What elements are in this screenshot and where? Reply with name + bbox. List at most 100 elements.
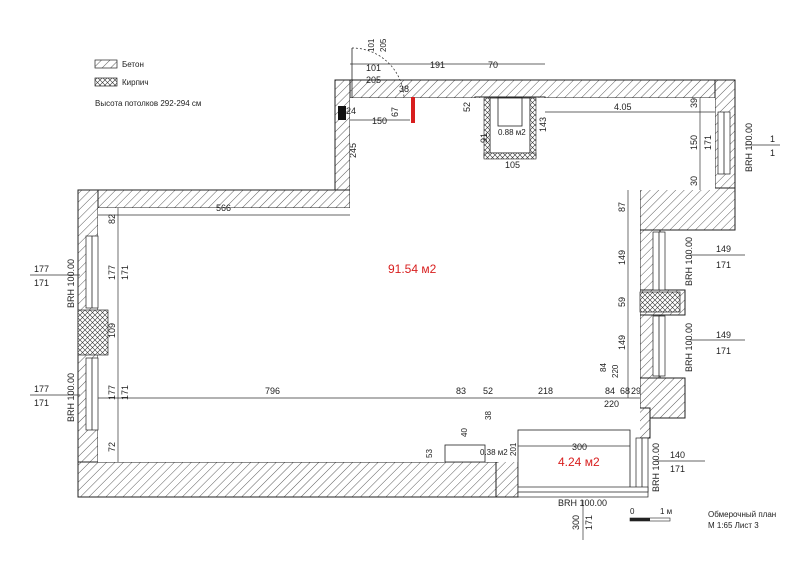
window-note-loggia-bottom: BRH 100.00 — [558, 498, 607, 508]
dim-405: 4.05 — [614, 102, 632, 112]
dim-109: 109 — [107, 323, 117, 338]
window-left-bottom-num: 177 — [34, 384, 49, 394]
dim-191: 191 — [430, 60, 445, 70]
dim-87: 87 — [617, 202, 627, 212]
window-note-left-bottom: BRH 100.00 — [66, 373, 76, 422]
window-loggia-bottom-num: 300 — [571, 515, 581, 530]
door-marker — [411, 97, 415, 123]
dim-101a: 101 — [367, 38, 376, 52]
dim-67: 67 — [390, 107, 400, 117]
dim-83: 83 — [456, 386, 466, 396]
window-right-mid2-num: 149 — [716, 330, 731, 340]
dim-82: 82 — [107, 214, 117, 224]
title-line-1: Обмерочный план — [708, 510, 776, 519]
window-loggia-side-num: 140 — [670, 450, 685, 460]
dim-205b: 205 — [366, 75, 381, 85]
wall-top — [334, 79, 736, 99]
dim-101b: 101 — [366, 63, 381, 73]
window-right-mid2-den: 171 — [716, 346, 731, 356]
dim-143: 143 — [538, 117, 548, 132]
window-note-right-top: BRH 100.00 — [744, 123, 754, 172]
window-note-right-mid2: BRH 100.00 — [684, 323, 694, 372]
dim-39: 39 — [689, 98, 699, 108]
window-note-right-mid1: BRH 100.00 — [684, 237, 694, 286]
dim-796: 796 — [265, 386, 280, 396]
window-loggia-side-den: 171 — [670, 464, 685, 474]
area-niche: 0.38 м2 — [480, 448, 508, 457]
window-note-left-top: BRH 100.00 — [66, 259, 76, 308]
dimension-labels: 101 205 101 205 38 191 70 52 67 150 24 2… — [107, 38, 713, 458]
dim-84b: 84 — [605, 386, 615, 396]
scale-bar-fill — [630, 518, 650, 521]
area-shaft: 0.88 м2 — [498, 128, 526, 137]
wall-right-block — [639, 187, 736, 231]
dim-177b: 177 — [107, 385, 117, 400]
dim-205a: 205 — [379, 38, 388, 52]
legend-brick-swatch — [94, 77, 118, 87]
ceiling-height-note: Высота потолков 292-294 см — [95, 99, 201, 108]
legend-concrete-label: Бетон — [122, 60, 144, 69]
scale-zero: 0 — [630, 507, 635, 516]
window-right-top-num: 1 — [770, 134, 775, 144]
wall-right-lower — [639, 377, 686, 419]
shaft-brick — [483, 97, 537, 160]
legend: Бетон Кирпич Высота потолков 292-294 см — [94, 59, 201, 108]
dim-52a: 52 — [462, 102, 472, 112]
interior-cutouts — [98, 97, 715, 493]
window-right-mid1-num: 149 — [716, 244, 731, 254]
dim-84a: 84 — [599, 363, 608, 372]
left-brick-piers — [77, 291, 681, 356]
window-right-mid1-den: 171 — [716, 260, 731, 270]
dim-29: 29 — [631, 386, 641, 396]
dim-38b: 38 — [484, 411, 493, 420]
title-block: 0 1 м Обмерочный план М 1:65 Лист 3 — [629, 507, 776, 530]
dim-70: 70 — [488, 60, 498, 70]
dim-38: 38 — [399, 84, 409, 94]
dim-171a: 171 — [703, 135, 713, 150]
wall-upper-left — [334, 79, 351, 196]
window-note-loggia-side: BRH 100.00 — [651, 443, 661, 492]
window-left-top-den: 171 — [34, 278, 49, 288]
dim-52b: 52 — [483, 386, 493, 396]
dimension-lines — [30, 63, 780, 540]
dim-171c: 171 — [120, 385, 130, 400]
dim-300a: 300 — [572, 442, 587, 452]
area-main: 91.54 м2 — [388, 262, 437, 276]
dim-566: 566 — [216, 203, 231, 213]
dim-30: 30 — [689, 176, 699, 186]
area-labels: 91.54 м2 4.24 м2 0.88 м2 0.38 м2 — [388, 128, 600, 469]
window-loggia-bottom-den: 171 — [584, 515, 594, 530]
dim-72: 72 — [107, 442, 117, 452]
dim-220b: 220 — [604, 399, 619, 409]
dim-150a: 150 — [372, 116, 387, 126]
title-line-2: М 1:65 Лист 3 — [708, 521, 759, 530]
wall-left-top — [77, 189, 351, 209]
dim-91: 91 — [479, 133, 489, 143]
dim-149a: 149 — [617, 250, 627, 265]
scale-one: 1 м — [660, 507, 672, 516]
dim-59: 59 — [617, 297, 627, 307]
dim-171b: 171 — [120, 265, 130, 280]
dim-201: 201 — [509, 442, 518, 456]
dim-150b: 150 — [689, 135, 699, 150]
area-loggia: 4.24 м2 — [558, 455, 600, 469]
legend-brick-label: Кирпич — [122, 78, 149, 87]
window-left-top-num: 177 — [34, 264, 49, 274]
legend-concrete-swatch — [94, 59, 118, 69]
dim-220a: 220 — [611, 364, 620, 378]
dim-24: 24 — [346, 106, 356, 116]
dim-53: 53 — [425, 449, 434, 458]
windows — [85, 111, 731, 498]
dim-40: 40 — [460, 428, 469, 437]
window-left-bottom-den: 171 — [34, 398, 49, 408]
entry-door — [338, 47, 415, 123]
dim-245: 245 — [348, 143, 358, 158]
wall-bottom — [77, 461, 519, 498]
dim-149b: 149 — [617, 335, 627, 350]
column-marker — [338, 106, 346, 120]
dim-68: 68 — [620, 386, 630, 396]
dim-218: 218 — [538, 386, 553, 396]
dim-105: 105 — [505, 160, 520, 170]
dim-177a: 177 — [107, 265, 117, 280]
